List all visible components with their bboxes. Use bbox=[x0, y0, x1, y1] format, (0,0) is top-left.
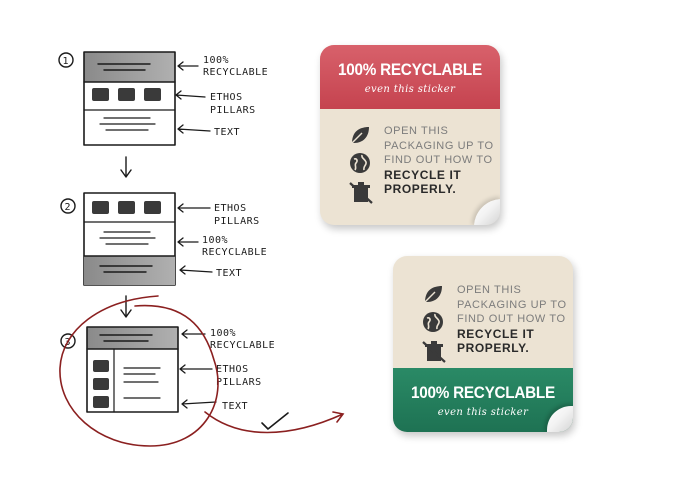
step-number-circle: 1 bbox=[58, 52, 74, 68]
sketch-label: TEXT bbox=[216, 268, 242, 279]
sketch-top-band bbox=[87, 327, 178, 349]
sticker-message: OPEN THIS PACKAGING UP TO FIND OUT HOW T… bbox=[384, 124, 496, 197]
sticker-headline: 100% RECYCLABLE bbox=[411, 383, 555, 402]
sticker-message: OPEN THIS PACKAGING UP TO FIND OUT HOW T… bbox=[457, 283, 569, 356]
sketch-label: TEXT bbox=[222, 401, 248, 412]
message-line: PACKAGING UP TO bbox=[384, 139, 494, 152]
swoosh-arrow-icon bbox=[204, 411, 345, 434]
pillar-square bbox=[144, 88, 161, 101]
pillar-square bbox=[118, 201, 135, 214]
arrow-down-icon bbox=[120, 295, 132, 318]
globe-icon bbox=[350, 153, 370, 173]
pillar-square bbox=[92, 88, 109, 101]
sketch-label: 100% bbox=[202, 235, 228, 246]
sketch-step-2: 2 ETHOS PILLARS 100% RECYCLABLE TEXT bbox=[60, 192, 267, 286]
arrow-icon bbox=[177, 203, 211, 213]
sticker-band: 100% RECYCLABLE even this sticker bbox=[393, 368, 573, 432]
highlight-circle bbox=[59, 295, 219, 447]
sketch-step-3: 3 100% RECYCLABLE ETHOS PILLARS TEXT bbox=[60, 326, 275, 413]
sketch-step-1: 1 100% RECYCLABLE ETHOS PILLARS TEXT bbox=[58, 51, 268, 146]
step-number-circle: 2 bbox=[60, 198, 76, 214]
arrow-icon bbox=[177, 237, 199, 247]
sketch-label: ETHOS bbox=[216, 364, 249, 375]
message-bold-line: RECYCLE IT bbox=[457, 326, 535, 341]
sketch-label: 100% bbox=[210, 328, 236, 339]
message-bold-line: PROPERLY. bbox=[457, 341, 530, 355]
message-line: FIND OUT HOW TO bbox=[457, 313, 566, 325]
pillar-square bbox=[144, 201, 161, 214]
pillar-square bbox=[93, 360, 109, 372]
sketch-label: ETHOS bbox=[210, 92, 243, 103]
sketch-top-band bbox=[84, 52, 175, 82]
arrow-icon bbox=[179, 364, 213, 374]
arrow-icon bbox=[181, 399, 217, 409]
sketch-label: PILLARS bbox=[214, 216, 260, 227]
sketch-label: TEXT bbox=[214, 127, 240, 138]
crossed-bin-icon bbox=[422, 341, 446, 363]
sticker-green: OPEN THIS PACKAGING UP TO FIND OUT HOW T… bbox=[393, 256, 573, 432]
checkmark-icon bbox=[261, 412, 289, 430]
peel-corner bbox=[474, 199, 500, 225]
arrow-icon bbox=[181, 329, 206, 339]
message-line: FIND OUT HOW TO bbox=[384, 154, 493, 166]
arrow-icon bbox=[175, 90, 206, 100]
sticker-subline: even this sticker bbox=[364, 84, 456, 95]
message-bold-line: RECYCLE IT bbox=[384, 167, 462, 182]
arrow-down-icon bbox=[120, 156, 132, 178]
message-line: PACKAGING UP TO bbox=[457, 298, 567, 311]
arrow-icon bbox=[179, 265, 213, 275]
message-line: OPEN THIS bbox=[457, 284, 522, 296]
sketch-label: RECYCLABLE bbox=[210, 340, 275, 351]
message-bold-line: PROPERLY. bbox=[384, 182, 457, 196]
globe-icon bbox=[423, 312, 443, 332]
leaf-icon bbox=[351, 127, 369, 144]
leaf-icon bbox=[424, 286, 442, 303]
sketch-label: ETHOS bbox=[214, 203, 247, 214]
sticker-band: 100% RECYCLABLE even this sticker bbox=[320, 45, 500, 109]
pillar-square bbox=[93, 396, 109, 408]
pillar-square bbox=[92, 201, 109, 214]
sticker-subline: even this sticker bbox=[437, 407, 529, 418]
step-number: 2 bbox=[65, 202, 72, 213]
sketch-label: RECYCLABLE bbox=[203, 67, 268, 78]
sketch-bottom-band bbox=[84, 256, 175, 285]
arrow-icon bbox=[177, 61, 199, 71]
sketch-label: PILLARS bbox=[210, 105, 256, 116]
message-line: OPEN THIS bbox=[384, 125, 449, 137]
pillar-square bbox=[93, 378, 109, 390]
sketch-label: RECYCLABLE bbox=[202, 247, 267, 258]
sketch-label: PILLARS bbox=[216, 377, 262, 388]
sketch-label: 100% bbox=[203, 55, 229, 66]
arrow-icon bbox=[177, 124, 211, 134]
pillar-square bbox=[118, 88, 135, 101]
sticker-red: 100% RECYCLABLE even this sticker OPEN T… bbox=[320, 45, 500, 225]
step-number: 1 bbox=[63, 56, 70, 67]
crossed-bin-icon bbox=[349, 182, 373, 204]
sticker-headline: 100% RECYCLABLE bbox=[338, 60, 482, 79]
